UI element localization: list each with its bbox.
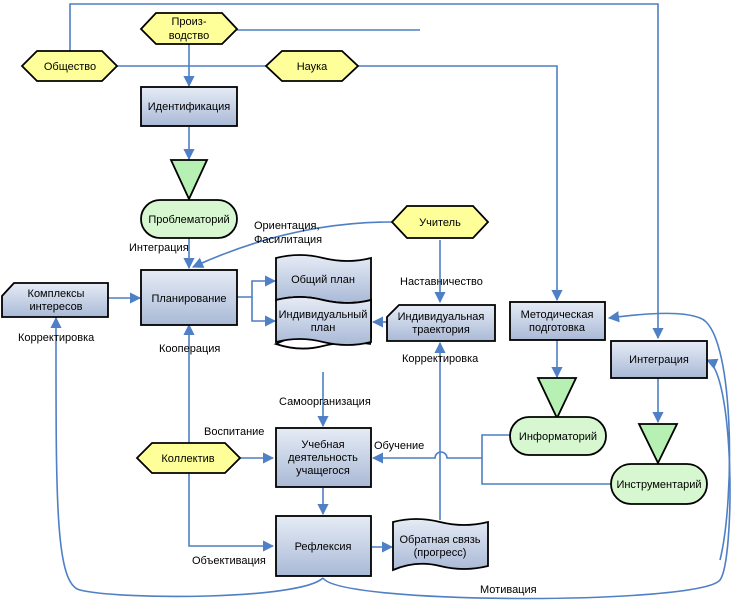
merge-triangle-informatorium <box>536 377 578 421</box>
production-node: Произ- водство <box>139 12 239 45</box>
methodical-preparation-node: Методическая подготовка <box>509 301 606 341</box>
edge-teacher-to-planning <box>191 221 393 268</box>
individual-plan-label-line2: план <box>311 322 336 334</box>
collective-node: Коллектив <box>135 442 242 474</box>
general-plan-label: Общий план <box>291 274 355 286</box>
merge-triangle-problematorium <box>169 159 209 202</box>
learning-label-line1: Учебная <box>301 439 344 451</box>
learning-label-line2: деятельность <box>288 452 358 464</box>
production-label-line1: Произ- <box>172 16 207 28</box>
label-correction-left: Корректировка <box>18 332 95 344</box>
feedback-label-line2: (прогресс) <box>414 547 467 559</box>
identification-label: Идентификация <box>148 101 231 113</box>
method-label-line2: подготовка <box>529 322 586 334</box>
edge-labels: Интеграция Ориентация, Фасилитация Наста… <box>18 220 537 596</box>
interests-label-line2: интересов <box>29 301 82 313</box>
connectors <box>50 3 731 600</box>
edge-collective-to-reflection <box>188 472 275 552</box>
learning-activity-node: Учебная деятельность учащегося <box>275 427 372 488</box>
label-mentoring: Наставничество <box>400 276 483 288</box>
label-correction-right: Корректировка <box>402 353 479 365</box>
edge-society-to-integration <box>69 3 664 340</box>
problematorium-label: Проблематорий <box>148 214 229 226</box>
label-self-organization: Самоорганизация <box>279 396 371 408</box>
method-label-line1: Методическая <box>521 309 594 321</box>
edge-science-to-method <box>358 65 563 302</box>
label-motivation: Мотивация <box>480 584 537 596</box>
label-cooperation: Кооперация <box>159 343 220 355</box>
society-label: Общество <box>44 61 96 73</box>
reflection-node: Рефлексия <box>275 515 372 577</box>
collective-label: Коллектив <box>161 453 214 465</box>
edge-instrumentarium-to-learning <box>481 458 611 485</box>
plans-document-stack: Общий план Индивидуальный план <box>273 254 372 350</box>
interests-node: Комплексы интересов <box>1 282 109 318</box>
individual-plan-document <box>275 296 372 346</box>
instrumentarium-label: Инструментарий <box>616 479 701 491</box>
individual-plan-label-line1: Индивидуальный <box>279 309 368 321</box>
trajectory-label-line1: Индивидуальная <box>398 311 485 323</box>
reflection-label: Рефлексия <box>295 541 352 553</box>
teacher-node: Учитель <box>390 205 490 239</box>
feedback-node: Обратная связь (прогресс) <box>392 518 489 572</box>
planning-node: Планирование <box>140 269 238 326</box>
edge-motivation-to-integration <box>322 358 731 600</box>
planning-label: Планирование <box>151 293 226 305</box>
science-node: Наука <box>264 50 360 82</box>
label-orientation-line1: Ориентация, <box>254 220 320 232</box>
problematorium-node: Проблематорий <box>140 199 238 239</box>
label-upbringing: Воспитание <box>204 426 264 438</box>
teacher-label: Учитель <box>419 217 461 229</box>
integration-node: Интеграция <box>610 340 708 379</box>
merge-triangle-instrumentarium <box>637 423 679 466</box>
label-integration: Интеграция <box>129 242 189 254</box>
identification-node: Идентификация <box>140 86 238 127</box>
science-label: Наука <box>297 61 328 73</box>
label-orientation-line2: Фасилитация <box>254 234 322 246</box>
edge-informatorium-to-learning <box>371 434 510 464</box>
learning-label-line3: учащегося <box>296 465 350 477</box>
edge-planning-to-general-plan <box>237 275 277 298</box>
instrumentarium-node: Инструментарий <box>610 463 708 505</box>
production-label-line2: водство <box>169 30 209 42</box>
edge-reflection-to-interests <box>50 316 324 598</box>
interests-label-line1: Комплексы <box>28 288 85 300</box>
informatorium-label: Информаторий <box>519 431 597 443</box>
label-teaching: Обучение <box>374 440 424 452</box>
trajectory-label-line2: траектория <box>412 324 470 336</box>
edge-motivation-to-method <box>607 311 731 561</box>
society-node: Общество <box>20 50 119 82</box>
individual-trajectory-node: Индивидуальная траектория <box>386 304 496 342</box>
informatorium-node: Информаторий <box>509 416 607 456</box>
feedback-label-line1: Обратная связь <box>399 534 480 546</box>
label-objectivation: Объективация <box>192 555 266 567</box>
edge-planning-to-individual-plan <box>251 297 277 327</box>
integration-label: Интеграция <box>629 354 689 366</box>
